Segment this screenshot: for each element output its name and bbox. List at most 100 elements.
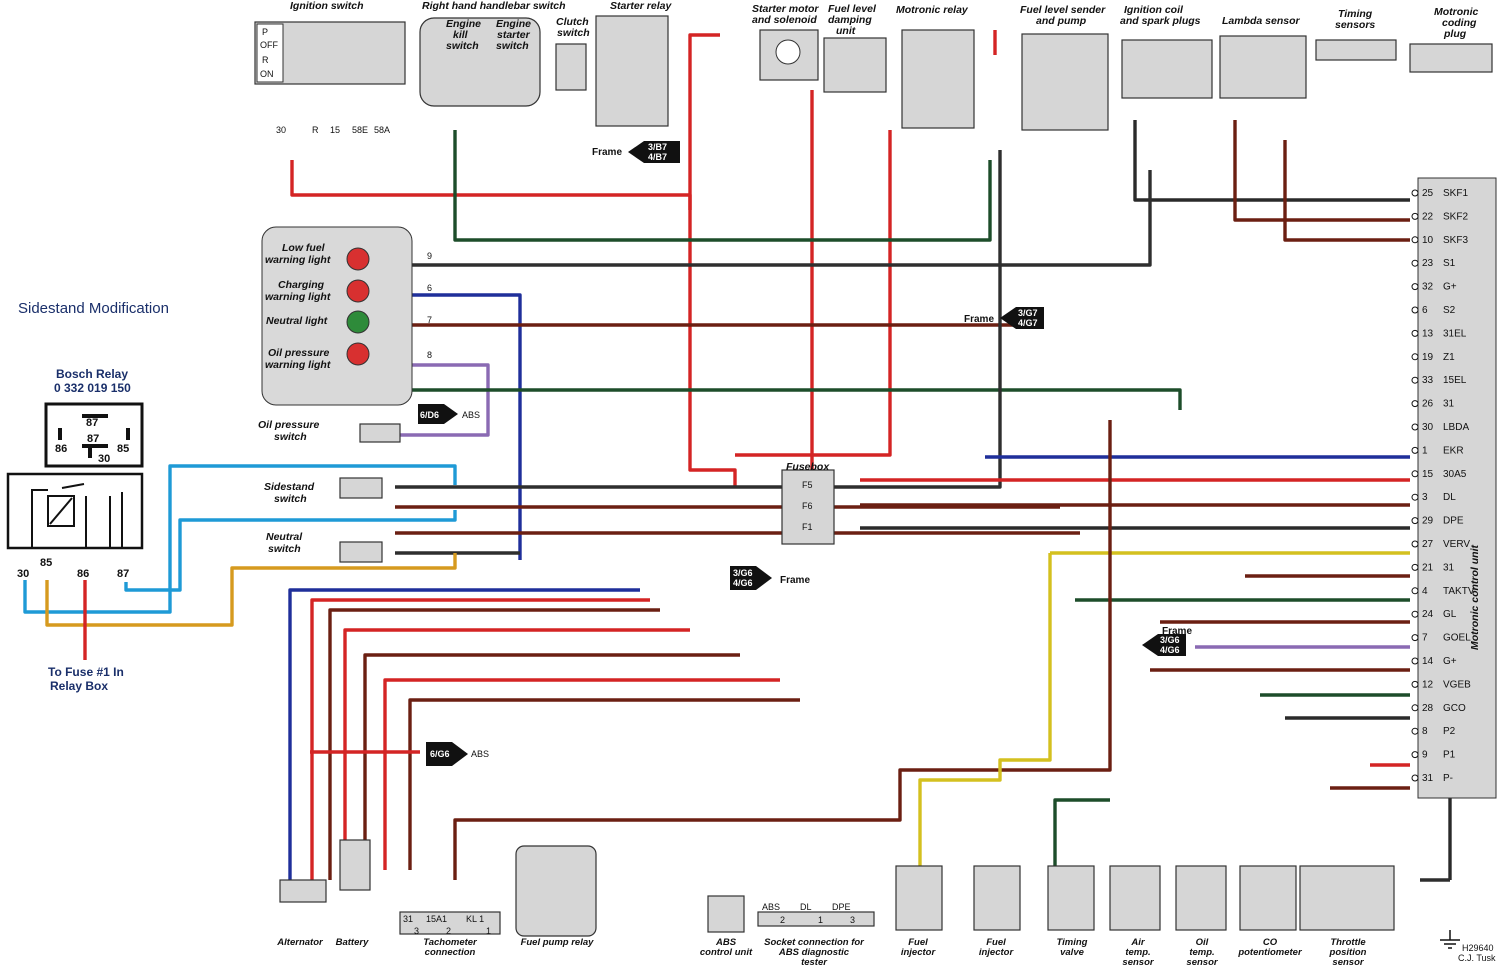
ecu-pin-number: 7 xyxy=(1422,633,1428,644)
ecu-pin-terminal xyxy=(1411,189,1419,197)
arrow-frame-g6-mid-code-1: 3/G6 xyxy=(733,568,753,578)
engine-starter-line-2: starter xyxy=(497,29,531,41)
ecu-pin-terminal xyxy=(1411,212,1419,220)
fuel-sender-line-2: and pump xyxy=(1036,15,1087,27)
alternator xyxy=(279,879,327,903)
lambda-sensor xyxy=(1219,35,1307,99)
ecu-pin-name: TAKTV xyxy=(1443,586,1475,597)
ecu-pin-name: GOEL xyxy=(1443,633,1471,644)
timing-sensors-line-2: sensors xyxy=(1335,19,1375,31)
ecu-pin-number: 27 xyxy=(1422,539,1434,550)
fuel-damping-line-2: damping xyxy=(828,14,872,26)
warning-pin-9: 9 xyxy=(427,251,432,261)
ecu-pin-terminal xyxy=(1411,329,1419,337)
socket-pin-1: 1 xyxy=(818,915,823,925)
relay-sch-pin-86: 86 xyxy=(77,568,89,580)
bottom-component-label: potentiometer xyxy=(1237,947,1303,958)
ecu-pin-name: 31 xyxy=(1443,562,1455,573)
ecu-pin-terminal xyxy=(1411,353,1419,361)
co-potentiometer xyxy=(1239,865,1297,931)
low-fuel-line-1: Low fuel xyxy=(282,242,326,254)
ecu-pin-number: 6 xyxy=(1422,305,1428,316)
bottom-component-label: Air xyxy=(1130,937,1146,948)
ecu-pin-number: 28 xyxy=(1422,703,1434,714)
ecu-pin-name: EKR xyxy=(1443,445,1464,456)
ecu-pin-number: 30 xyxy=(1422,422,1434,433)
fuse-f5: F5 xyxy=(802,480,813,490)
ecu-pin-terminal xyxy=(1411,517,1419,525)
ecu-pin-name: SKF1 xyxy=(1443,188,1468,199)
fuel-damping-unit xyxy=(823,37,887,93)
ecu-pin-terminal xyxy=(1411,563,1419,571)
neutral-switch-line-1: Neutral xyxy=(266,531,303,543)
ecu-pin-number: 33 xyxy=(1422,375,1434,386)
ecu-pin-terminal xyxy=(1411,610,1419,618)
oil-switch-line-2: switch xyxy=(274,431,307,443)
ecu-pin-number: 26 xyxy=(1422,399,1434,410)
sidestand-switch-line-1: Sidestand xyxy=(264,481,315,493)
socket-pin-2: 2 xyxy=(780,915,785,925)
arrow-frame-b7: 3/B7 4/B7 Frame xyxy=(592,141,680,163)
fuse-note-2: Relay Box xyxy=(50,679,108,693)
bottom-component-label: Battery xyxy=(336,937,369,948)
relay-sch-pin-85: 85 xyxy=(40,557,52,569)
charging-bulb-icon xyxy=(346,279,370,303)
ecu-pin-number: 21 xyxy=(1422,562,1434,573)
tacho-pin-15a1: 15A1 xyxy=(426,914,447,924)
engine-starter-line-1: Engine xyxy=(496,18,531,30)
bottom-component-label: sensor xyxy=(1186,957,1218,966)
relay-pinout-icon xyxy=(44,402,144,468)
motor-icon xyxy=(775,39,801,65)
arrow-abs-d6-text: ABS xyxy=(462,410,480,420)
arrow-abs-g6-code: 6/G6 xyxy=(430,749,450,759)
arrow-frame-g7-code-2: 4/G7 xyxy=(1018,318,1038,328)
clutch-switch-line-2: switch xyxy=(557,27,590,39)
relay-sch-pin-30: 30 xyxy=(17,568,29,580)
bottom-component-label: temp. xyxy=(1125,947,1150,958)
clutch-switch xyxy=(555,43,587,91)
ecu-pin-name: LBDA xyxy=(1443,422,1469,433)
bottom-component-label: Fuel pump relay xyxy=(521,937,595,948)
bottom-component-label: sensor xyxy=(1332,957,1364,966)
tachometer-connection xyxy=(399,911,501,935)
ecu-pin-name: P2 xyxy=(1443,726,1456,737)
ecu-pin-name: SKF2 xyxy=(1443,211,1468,222)
ecu-pin-terminal xyxy=(1411,423,1419,431)
ecu-pin-name: G+ xyxy=(1443,656,1457,667)
fuse-f6: F6 xyxy=(802,501,813,511)
wire-layer xyxy=(23,30,1452,882)
starter-motor-line-2: and solenoid xyxy=(752,14,817,26)
ignition-term-58a: 58A xyxy=(374,125,390,135)
bottom-component-label: sensor xyxy=(1122,957,1154,966)
ignition-term-r: R xyxy=(312,125,319,135)
ecu-pin-number: 29 xyxy=(1422,516,1434,527)
handlebar-switch xyxy=(419,17,541,107)
ecu-pin-number: 25 xyxy=(1422,188,1434,199)
coding-plug-line-3: plug xyxy=(1443,28,1467,40)
fuel-injector-2 xyxy=(973,865,1021,931)
abs-socket xyxy=(757,911,875,927)
ignition-coil xyxy=(1121,39,1213,99)
fuel-sender-line-1: Fuel level sender xyxy=(1020,4,1106,16)
warning-pin-6: 6 xyxy=(427,283,432,293)
charging-line-2: warning light xyxy=(265,291,331,303)
relay-pin-86: 86 xyxy=(55,443,67,455)
ecu-pin-name: 15EL xyxy=(1443,375,1467,386)
bottom-component-label: Fuel xyxy=(986,937,1006,948)
ignition-term-30: 30 xyxy=(276,125,286,135)
ecu-label: Motronic control unit xyxy=(1469,545,1481,650)
arrow-frame-g6-mid: 3/G6 4/G6 Frame xyxy=(730,566,810,590)
ignition-term-58e: 58E xyxy=(352,125,368,135)
ecu-pin-terminal xyxy=(1411,493,1419,501)
ref-code-1: H29640 xyxy=(1462,943,1494,953)
arrow-abs-d6-code: 6/D6 xyxy=(420,410,439,420)
ecu-pin-terminal xyxy=(1411,236,1419,244)
arrow-frame-g6-mid-code-2: 4/G6 xyxy=(733,578,753,588)
lambda-sensor-label: Lambda sensor xyxy=(1222,15,1301,27)
charging-line-1: Charging xyxy=(278,279,325,291)
warning-lights-panel xyxy=(261,226,413,406)
relay-sch-pin-87: 87 xyxy=(117,568,129,580)
warning-pin-8: 8 xyxy=(427,350,432,360)
